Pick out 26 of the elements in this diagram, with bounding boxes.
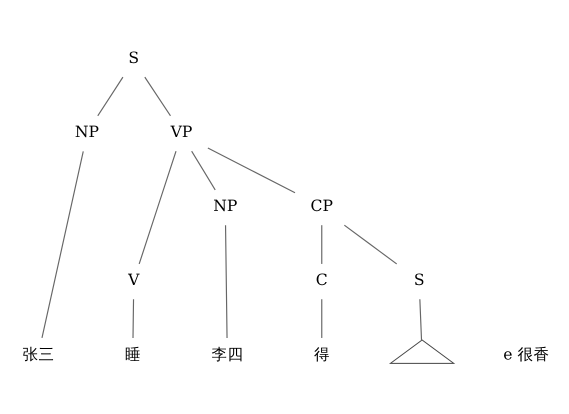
connector — [344, 224, 398, 264]
node-text: V — [128, 270, 140, 289]
node-text: C — [316, 270, 328, 289]
node-text: S — [128, 48, 140, 67]
connector — [41, 150, 84, 338]
node-text: 得 — [314, 344, 330, 363]
connector — [419, 298, 422, 340]
connector — [132, 298, 134, 338]
connector — [224, 224, 228, 338]
node-triangle — [388, 338, 456, 364]
node-text: S — [414, 270, 425, 289]
connector — [191, 150, 216, 190]
node-text: VP — [170, 122, 192, 141]
connector — [144, 76, 171, 116]
node-text: 张三 — [22, 344, 54, 363]
node-text: CP — [310, 196, 333, 215]
connector — [321, 224, 322, 264]
node-text: 睡 — [124, 344, 141, 363]
node-text: NP — [74, 122, 100, 141]
node-label: e 很香 — [503, 344, 550, 363]
connector — [208, 146, 296, 193]
connector — [138, 150, 177, 264]
connector — [321, 298, 322, 338]
node-text: NP — [213, 196, 238, 215]
connector — [97, 76, 124, 116]
node-text: 李四 — [211, 344, 244, 363]
